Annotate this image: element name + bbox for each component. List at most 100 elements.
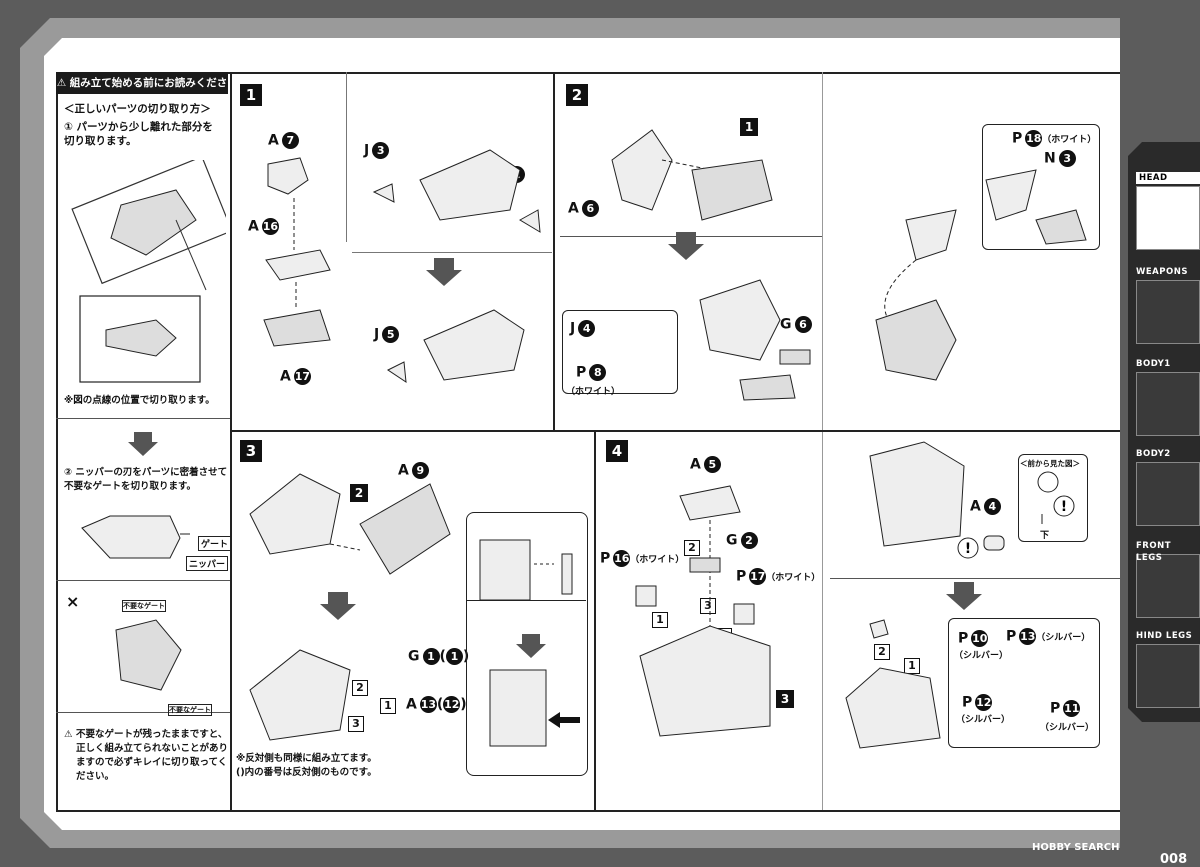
grid-left-2 [56,580,230,581]
head-thumbnail [1136,186,1200,250]
step2-head-result [699,279,811,401]
step1-head-result [387,309,525,384]
order-2: 2 [352,680,368,696]
front-legs-thumbnail [1136,554,1200,618]
ref-step-3: 3 [776,690,794,708]
arrow-left-icon [548,712,580,728]
ref-step-1: 1 [740,118,758,136]
step-1-number: 1 [240,84,262,106]
unneeded-gate-2: 不要なゲート [168,704,212,716]
grid-step4-split [830,578,1120,579]
arrow-down-icon [128,432,158,456]
grid-col1 [230,72,232,812]
gate-label: ゲート [198,536,232,551]
step1-divider [346,72,347,242]
grid-mid [230,430,1120,432]
front-view-illustration: ! [1037,471,1075,524]
step3-head-assembly [249,473,451,575]
warning-icon: ⚠ [64,729,73,740]
grid-col3b [822,430,823,810]
wrong-mark: × [66,592,80,611]
step2-ear-assembly [875,169,1087,381]
warning-icon: ⚠ [56,77,70,89]
grid-left-1 [56,418,230,419]
color-silver-p10: （シルバー） [954,651,1009,661]
step3-note: ※反対側も同様に組み立てます。 ()内の番号は反対側のものです。 [236,753,377,778]
svg-text:!: ! [1061,499,1067,515]
manual-sheet [44,38,1120,830]
step3-detail-bottom [489,669,547,747]
sidebar-tab-body2[interactable]: BODY2 [1136,448,1200,526]
page-number: 008 [1160,852,1188,867]
arrow-down-icon [668,232,704,260]
front-view-box [1018,454,1088,542]
arrow-down-icon [946,582,982,610]
cut-note1: ※図の点線の位置で切り取ります。 [64,395,215,406]
arrow-down-icon [516,634,546,658]
unneeded-gate-1: 不要なゲート [122,600,166,612]
sidebar-tab-head[interactable]: HEAD [1136,172,1200,250]
step4-head-assembly [635,485,771,737]
color-silver-p11: （シルバー） [1040,723,1095,733]
order-3-step4: 3 [700,598,716,614]
step-3-number: 3 [240,440,262,462]
svg-text:!: ! [965,541,971,557]
step1-head-assembly [372,149,541,233]
order-1: 1 [380,698,396,714]
grid-left-3 [56,712,230,713]
step2-ear-box [982,124,1100,250]
color-white-p8: （ホワイト） [566,387,621,397]
nipper-illustration [81,515,190,559]
arrow-down-icon [320,592,356,620]
step3-detail-top [479,539,573,601]
grid-col2b [594,430,596,810]
order-3: 3 [348,716,364,732]
wrong-illustration [115,619,182,691]
grid-col2a [553,72,555,430]
bottom-warning: ⚠不要なゲートが残ったままですと、 正しく組み立てられないことがあり ますので必… [64,729,229,782]
sidebar-tab-front-legs[interactable]: FRONT LEGS [1136,540,1200,618]
sidebar-tab-weapons[interactable]: WEAPONS [1136,266,1200,344]
arrow-down-icon [426,258,462,286]
hind-legs-thumbnail [1136,644,1200,708]
step1-hsplit [352,252,552,253]
cut-title: ＜正しいパーツの切り取り方＞ [64,103,211,115]
grid-top [56,72,1120,74]
silver-parts-box [948,618,1100,748]
sidebar-tab-hind-legs[interactable]: HIND LEGS [1136,630,1200,708]
sidebar-tab-body1[interactable]: BODY1 [1136,358,1200,436]
ref-step-2: 2 [350,484,368,502]
color-silver-p12: （シルバー） [956,715,1011,725]
step2-subbox [562,310,678,394]
grid-left [56,72,58,812]
order-1-step4c: 1 [904,658,920,674]
down-label: 下 [1040,531,1050,541]
grid-bottom [56,810,1120,812]
watermark: HOBBY SEARCH [1032,842,1120,853]
cut-step2: ② ニッパーの刃をパーツに密着させて 不要なゲートを切り取ります。 [64,467,228,492]
cut-step1: ① パーツから少し離れた部分を 切り取ります。 [64,121,213,147]
step4-head-result [845,619,941,749]
body1-thumbnail [1136,372,1200,436]
order-1-step4a: 1 [652,612,668,628]
body2-thumbnail [1136,462,1200,526]
step3-head-result [249,649,351,741]
